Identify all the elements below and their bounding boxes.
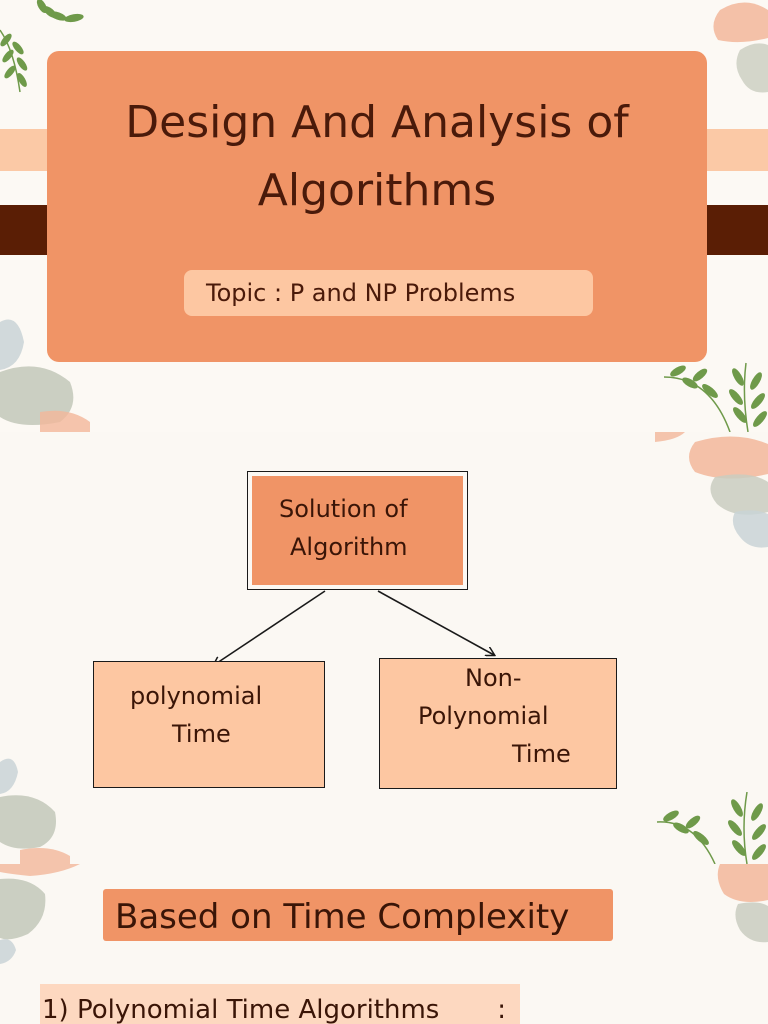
watercolor-stroke-icon <box>717 864 768 943</box>
watercolor-stroke-icon <box>713 2 768 93</box>
title-line-1: Design And Analysis of <box>125 97 629 148</box>
watercolor-stroke-icon <box>0 864 80 964</box>
title-slide: Design And Analysis of Algorithms Topic … <box>0 0 768 432</box>
root-node: Solution of Algorithm <box>247 471 468 590</box>
non-polynomial-node-line-1: Non- <box>465 664 522 692</box>
leaf-sprig-icon <box>0 0 84 93</box>
polynomial-node-line-1: polynomial <box>130 682 263 710</box>
polynomial-node-line-2: Time <box>172 720 231 748</box>
title-line-2: Algorithms <box>257 165 497 216</box>
topic-pill: Topic : P and NP Problems <box>184 270 593 316</box>
polynomial-node: polynomial Time <box>93 661 325 788</box>
section-heading: Based on Time Complexity <box>115 897 570 937</box>
title-card: Design And Analysis of Algorithms Topic … <box>47 51 707 362</box>
slide-title: Design And Analysis of Algorithms <box>47 89 707 225</box>
section-heading-box: Based on Time Complexity <box>103 889 613 941</box>
list-item-1: 1) Polynomial Time Algorithms : <box>42 995 506 1024</box>
leaf-sprig-icon <box>663 362 767 432</box>
leaf-sprig-icon <box>656 792 766 864</box>
arrow-to-non-polynomial <box>377 590 494 655</box>
content-slide: Based on Time Complexity 1) Polynomial T… <box>0 864 768 1024</box>
watercolor-stroke-icon <box>0 758 70 864</box>
non-polynomial-node: Non- Polynomial Time <box>379 658 617 789</box>
diagram-connectors <box>0 590 768 864</box>
arrow-to-polynomial <box>214 590 326 665</box>
watercolor-stroke-icon <box>0 319 90 432</box>
root-node-line-2: Algorithm <box>290 533 408 561</box>
list-item-box: 1) Polynomial Time Algorithms : <box>40 984 520 1024</box>
root-node-fill <box>252 476 463 585</box>
topic-text: Topic : P and NP Problems <box>206 279 516 307</box>
diagram-slide: Solution of Algorithm polynomial Time No… <box>0 432 768 864</box>
watercolor-stroke-icon <box>655 432 768 548</box>
non-polynomial-node-line-3: Time <box>512 740 571 768</box>
non-polynomial-node-line-2: Polynomial <box>418 702 549 730</box>
root-node-line-1: Solution of <box>279 495 408 523</box>
